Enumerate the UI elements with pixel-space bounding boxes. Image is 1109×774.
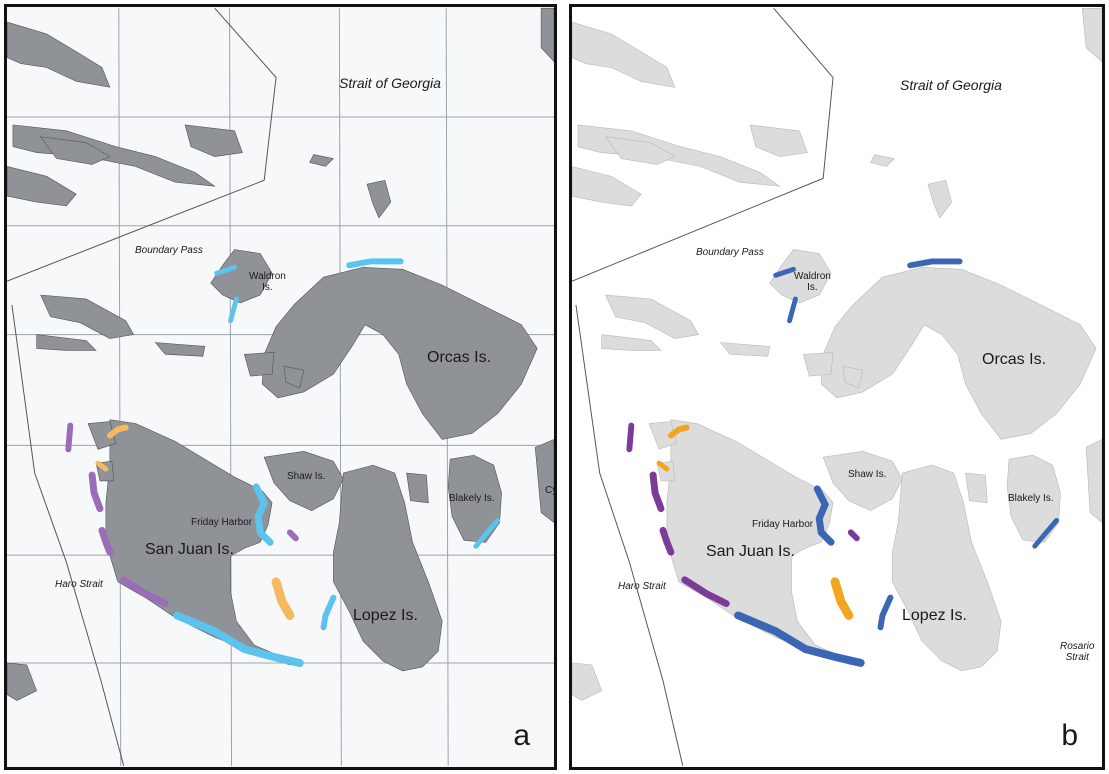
highlight-purple-4 [681,576,730,608]
highlights-a [65,258,501,667]
highlight-purple-5 [286,529,299,542]
boundary-line-west [575,304,684,766]
highlight-purple-4 [120,576,169,608]
highlight-purple-1 [65,422,74,453]
highlight-blue-waldron-s [228,296,239,324]
label-blakely: Blakely Is. [449,493,495,504]
highlight-blue-waldron-s [787,296,798,324]
label-waldron: Waldron Is. [794,271,831,293]
highlight-blue-friday-harbor [252,483,274,546]
land-a [7,7,554,701]
label-san-juan: San Juan Is. [706,543,795,560]
highlight-blue-blakely [473,518,501,549]
label-boundary-pass: Boundary Pass [135,245,203,256]
map-b-canvas [572,7,1102,766]
label-orcas: Orcas Is. [427,349,492,366]
highlight-purple-2 [649,471,665,513]
label-san-juan: San Juan Is. [145,541,234,558]
label-cy: Cy [545,485,557,496]
highlight-blue-lopez [877,594,894,631]
label-shaw: Shaw Is. [848,469,887,480]
panel-letter-a: a [513,719,530,752]
panel-letter-b: b [1061,719,1078,752]
map-a-canvas [7,7,554,766]
highlight-orange-1 [667,424,690,439]
boundary-line-north [572,7,834,282]
highlight-blue-waldron-n [214,264,237,276]
label-friday-harbor: Friday Harbor [191,517,253,528]
highlight-blue-south-shore [173,611,304,667]
highlight-purple-3 [98,526,114,556]
label-orcas: Orcas Is. [982,351,1047,368]
map-panel-a: Strait of Georgia Boundary Pass Waldron … [4,4,557,770]
label-boundary-pass: Boundary Pass [696,247,764,258]
label-blakely: Blakely Is. [1008,493,1054,504]
highlight-blue-orcas-n [346,258,404,269]
label-friday-harbor: Friday Harbor [752,519,814,530]
label-strait-of-georgia: Strait of Georgia [339,75,441,91]
boundary-line-west [11,304,125,766]
highlight-blue-friday-harbor [813,485,835,546]
highlights-b [626,258,1059,667]
label-shaw: Shaw Is. [287,471,326,482]
label-waldron: Waldron Is. [249,271,286,293]
highlight-orange-1 [106,424,129,439]
highlight-orange-3 [271,577,295,620]
boundary-line-north [7,7,277,282]
highlight-orange-3 [830,577,854,620]
highlight-orange-2 [95,460,109,472]
highlight-blue-lopez [320,594,337,631]
land-b [572,7,1102,701]
highlight-blue-orcas-n [907,258,963,269]
label-haro-strait: Haro Strait [618,581,666,592]
highlight-purple-2 [88,471,104,513]
highlight-purple-1 [626,422,635,453]
highlight-blue-blakely [1032,518,1059,549]
label-strait-of-georgia: Strait of Georgia [900,77,1002,93]
label-lopez: Lopez Is. [353,607,418,624]
highlight-orange-2 [656,460,670,472]
highlight-purple-5 [847,529,860,542]
label-haro-strait: Haro Strait [55,579,103,590]
highlight-blue-south-shore [734,611,865,667]
map-panel-b: Strait of Georgia Boundary Pass Waldron … [569,4,1105,770]
highlight-purple-3 [659,526,675,556]
label-lopez: Lopez Is. [902,607,967,624]
label-rosario-strait: Rosario Strait [1060,641,1095,663]
highlight-blue-waldron-n [773,266,796,278]
